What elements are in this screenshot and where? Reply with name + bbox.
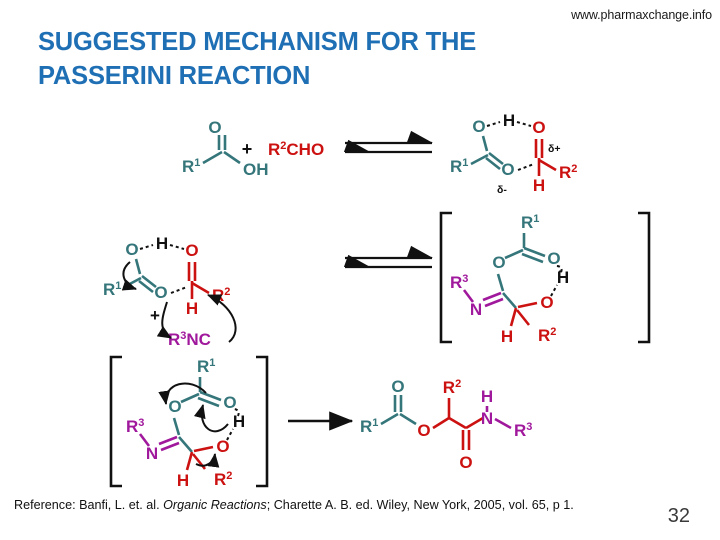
label-hydroxyl: OH — [243, 160, 269, 179]
label-ester-carbonyl-oxygen-product: O — [391, 377, 404, 396]
label-bridging-hydrogen-intermediate: H — [557, 268, 569, 287]
label-acid-oxygen-top-row2: O — [125, 240, 138, 259]
structure-intermediate-rearrangement: R1 O O N R3 H R2 O H — [109, 355, 269, 490]
label-acid-oxygen-bottom-row2: O — [154, 283, 167, 302]
label-r2-intermediate: R2 — [538, 326, 556, 345]
label-delta-minus: δ- — [497, 184, 507, 196]
label-carbonyl-oxygen-intermediate: O — [547, 249, 560, 268]
structure-alpha-acyloxy-amide: R1 O O R2 O N H R3 — [360, 377, 532, 472]
reference-prefix: Reference: Banfi, L. et. al. — [14, 498, 164, 512]
bracket-right-row3 — [256, 355, 269, 488]
site-url-watermark: www.pharmaxchange.info — [571, 8, 712, 22]
curly-arrow-oh-to-carbonyl — [193, 404, 229, 433]
label-plus-sign-2: + — [150, 306, 160, 325]
label-amide-nitrogen-product: N — [481, 409, 493, 428]
bracket-left-row3 — [109, 355, 122, 488]
label-carbonyl-oxygen-row3: O — [223, 393, 236, 412]
label-delta-plus: δ+ — [548, 143, 561, 155]
reference-suffix: ; Charette A. B. ed. Wiley, New York, 20… — [266, 498, 574, 512]
equilibrium-arrow-2 — [343, 245, 434, 269]
label-bridging-hydrogen-row3: H — [233, 412, 245, 431]
label-r3-intermediate: R3 — [450, 273, 468, 292]
page-title: SUGGESTED MECHANISM FOR THE PASSERINI RE… — [38, 26, 678, 94]
label-r1-intermediate: R1 — [521, 213, 539, 232]
label-bridging-hydrogen: H — [503, 111, 515, 130]
label-aldehyde-oxygen: O — [532, 118, 545, 137]
bracket-right-row2 — [638, 211, 651, 344]
label-r1-row2: R1 — [103, 280, 121, 299]
label-plus-sign-1: + — [242, 139, 253, 159]
curly-arrow-isocyanide-to-carbonyl — [207, 294, 237, 343]
curly-arrow-o-to-isocyanide — [156, 301, 172, 339]
label-hydrogen-intermediate: H — [501, 327, 513, 346]
label-hydrogen-row3: H — [177, 471, 189, 490]
curly-arrow-o-to-c — [121, 261, 137, 291]
title-line-1: SUGGESTED MECHANISM FOR THE — [38, 28, 477, 56]
label-acid-oxygen-bottom: O — [501, 160, 514, 179]
label-aldehyde-oxygen-row2: O — [185, 241, 198, 260]
structure-complex-with-isocyanide: R1 O O H O H R2 + R3NC — [103, 234, 237, 349]
label-acid-oxygen-top: O — [472, 117, 485, 136]
label-r3-row3: R3 — [126, 417, 144, 436]
label-r1: R1 — [182, 157, 200, 176]
label-imine-nitrogen: N — [470, 300, 482, 319]
label-bridging-hydrogen-row2: H — [156, 234, 168, 253]
label-r2-complex: R2 — [559, 163, 577, 182]
reference-journal-title: Organic Reactions — [163, 498, 267, 512]
label-carbonyl-oxygen: O — [208, 118, 221, 137]
curly-arrow-carbonyl-to-o — [158, 382, 207, 405]
label-ester-oxygen-row3: O — [168, 397, 181, 416]
label-r1-complex: R1 — [450, 157, 468, 176]
structure-hydrogen-bonded-complex: R1 O O H O δ+ H R2 δ- — [450, 111, 577, 196]
structure-cyclic-intermediate: R1 O O N R3 H R2 O — [439, 211, 651, 346]
label-hydroxyl-oxygen-row3: O — [216, 437, 229, 456]
structure-aldehyde: R2CHO — [268, 140, 324, 159]
label-amide-carbonyl-oxygen-product: O — [459, 453, 472, 472]
label-amide-hydrogen-product: H — [481, 387, 493, 406]
page-number: 32 — [667, 505, 690, 527]
title-line-2: PASSERINI REACTION — [38, 61, 311, 90]
label-r2cho: R2CHO — [268, 140, 324, 159]
label-hydroxyl-oxygen-intermediate: O — [540, 293, 553, 312]
label-r2-row3: R2 — [214, 470, 232, 489]
bracket-left-row2 — [439, 211, 452, 344]
equilibrium-arrow-1 — [343, 130, 434, 154]
label-r1-product: R1 — [360, 417, 378, 436]
curly-arrow-ch-to-o — [195, 453, 220, 468]
label-imine-nitrogen-row3: N — [146, 444, 158, 463]
structure-carboxylic-acid: R1 O OH — [182, 118, 269, 179]
label-ester-oxygen: O — [492, 253, 505, 272]
label-r3-product: R3 — [514, 421, 532, 440]
label-aldehyde-hydrogen-row2: H — [186, 299, 198, 318]
label-aldehyde-hydrogen: H — [533, 176, 545, 195]
label-r3nc: R3NC — [168, 330, 211, 349]
label-r1-row3: R1 — [197, 357, 215, 376]
label-ester-oxygen-product: O — [417, 421, 430, 440]
reference-citation: Reference: Banfi, L. et. al. Organic Rea… — [14, 497, 614, 514]
label-r2-product: R2 — [443, 378, 461, 397]
